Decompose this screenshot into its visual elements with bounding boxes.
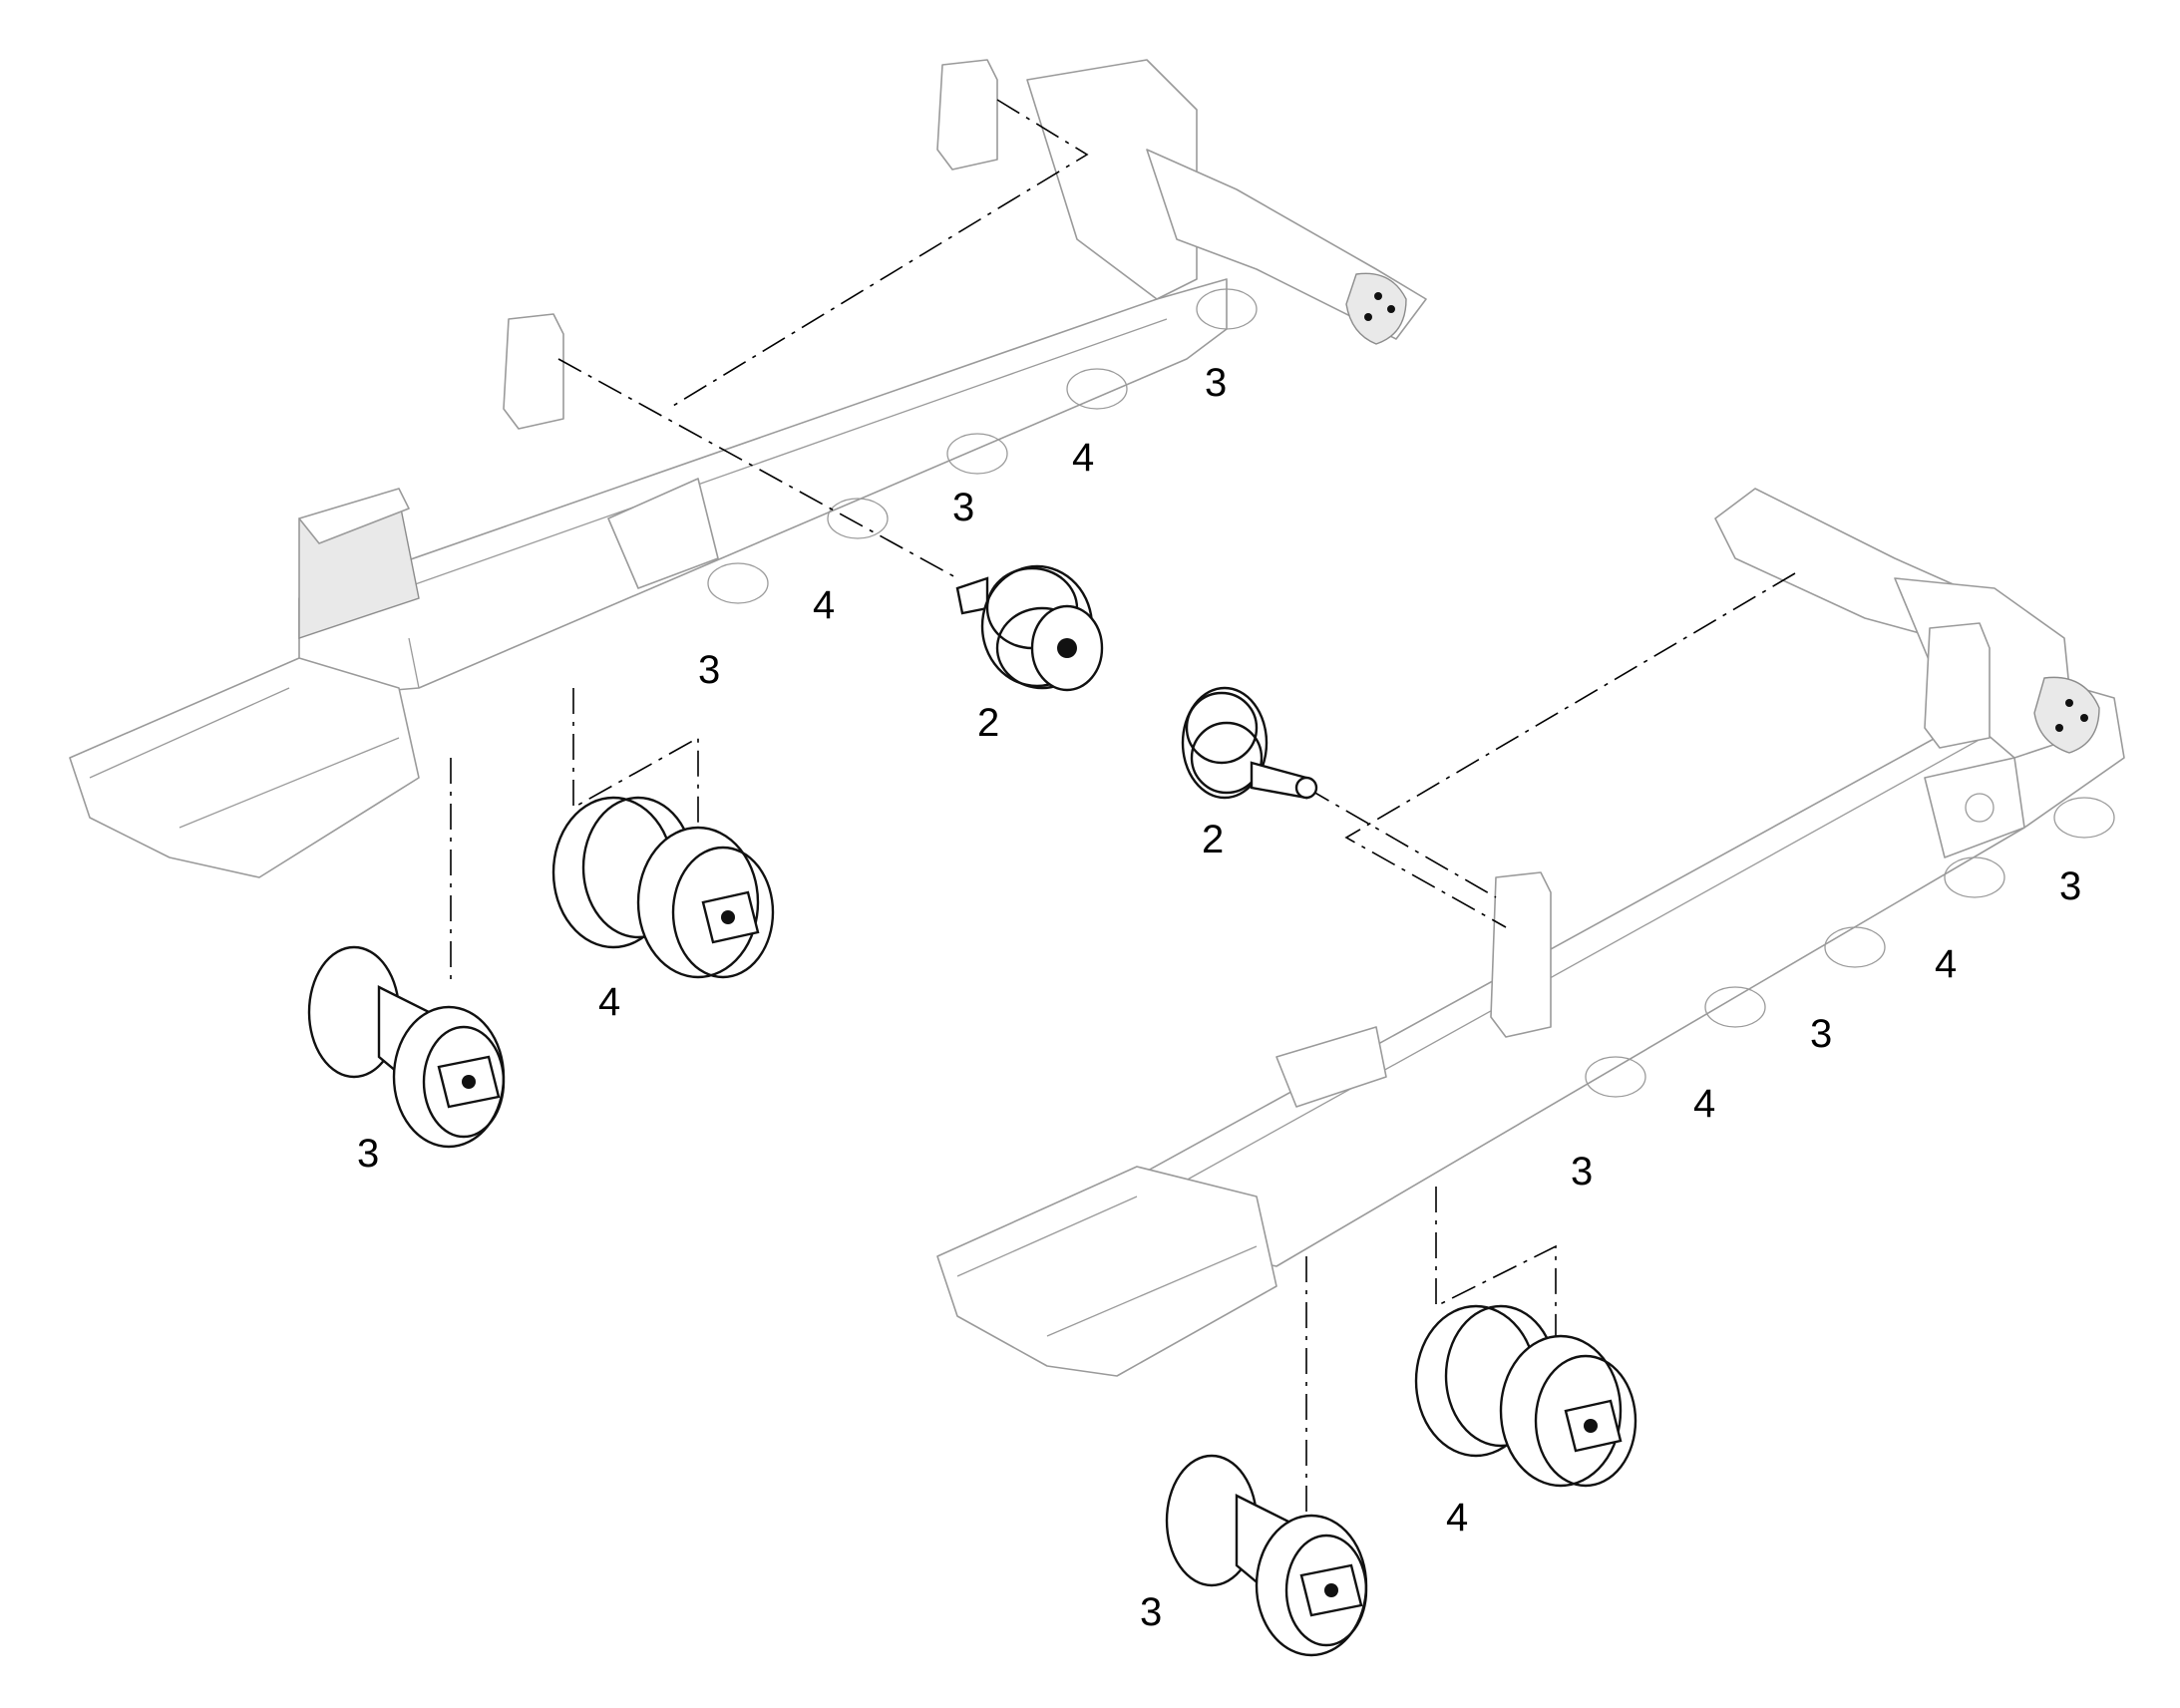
callout-2: 2: [1202, 818, 1224, 861]
callout-2: 2: [977, 701, 999, 745]
right-frame-bottom-rollers: [1585, 797, 2115, 1098]
track-roller-3-right: [1165, 1454, 1368, 1657]
callout-3: 3: [952, 486, 974, 529]
callout-4: 4: [813, 583, 835, 627]
track-roller-3-left: [307, 945, 506, 1149]
callout-3: 3: [1205, 361, 1227, 405]
idler-roller-2-left: [955, 564, 1104, 692]
right-track-frame: [936, 488, 2125, 1377]
track-roller-4-right: [1414, 1304, 1637, 1488]
leader-lines: [450, 99, 1796, 1595]
callout-4: 4: [598, 980, 620, 1024]
track-roller-4-left: [551, 796, 775, 979]
callout-3: 3: [1810, 1012, 1832, 1056]
callout-3: 3: [1140, 1590, 1162, 1634]
callout-3: 3: [2059, 864, 2081, 908]
callout-3: 3: [698, 648, 720, 692]
callout-4: 4: [1935, 942, 1957, 986]
left-frame-bottom-rollers: [707, 288, 1258, 604]
callout-3: 3: [357, 1132, 379, 1176]
left-track-frame: [69, 59, 1427, 878]
callout-4: 4: [1446, 1496, 1468, 1539]
callout-4: 4: [1693, 1082, 1715, 1126]
callout-4: 4: [1072, 436, 1094, 480]
callout-labels: 3 4 3 4 3 2 4 3 2 3 4 3 4 3 4 3: [357, 361, 2081, 1634]
idler-roller-2-right: [1181, 686, 1318, 800]
callout-3: 3: [1571, 1150, 1593, 1194]
